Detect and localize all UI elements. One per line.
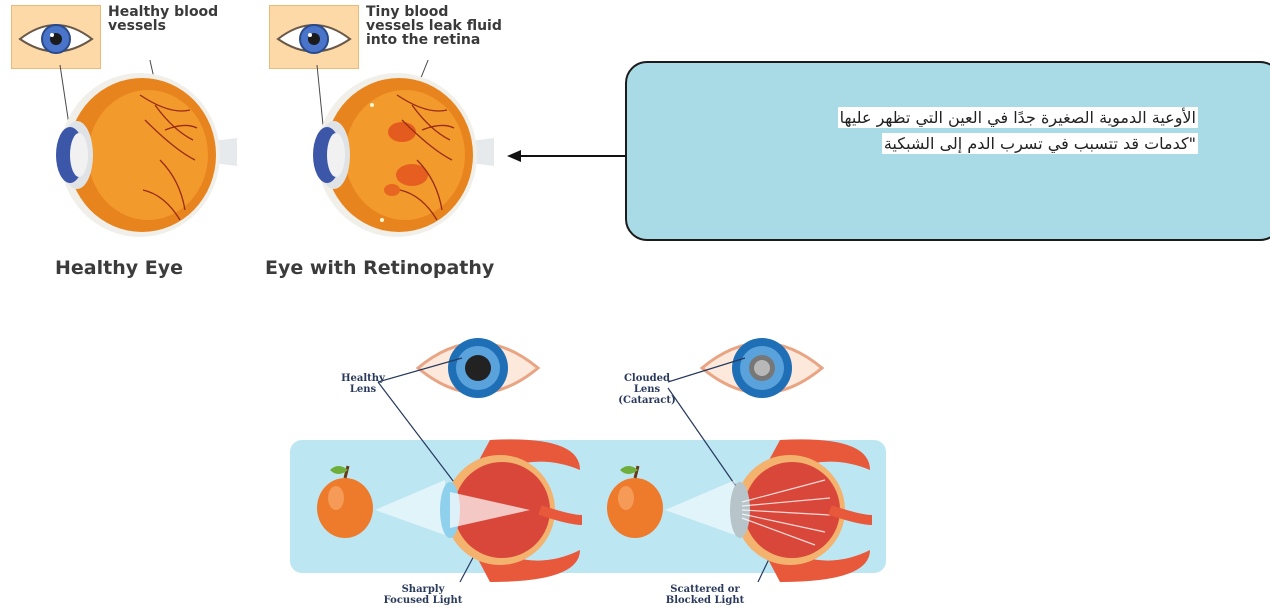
clouded-lens-label: Clouded Lens (Cataract) — [616, 373, 678, 406]
cataract-eye-cross-section — [730, 439, 872, 582]
focused-light-label: Sharply Focused Light — [378, 584, 468, 606]
arabic-callout-box: الأوعية الدموية الصغيرة جدًا في العين ال… — [625, 61, 1270, 241]
apple-icon — [317, 466, 373, 538]
retinopathy-eye-title: Eye with Retinopathy — [265, 257, 494, 279]
healthy-vessels-annotation: Healthy blood vessels — [108, 5, 218, 33]
healthy-front-eye — [418, 338, 538, 398]
healthy-lens-label: Healthy Lens — [333, 373, 393, 395]
cataract-diagram — [290, 320, 890, 590]
clouded-front-eye — [702, 338, 822, 398]
arrow-left-icon — [505, 148, 630, 164]
callout-line-1: الأوعية الدموية الصغيرة جدًا في العين ال… — [838, 107, 1198, 128]
arabic-callout-text: الأوعية الدموية الصغيرة جدًا في العين ال… — [678, 105, 1198, 157]
healthy-eye-cross-section — [440, 439, 582, 582]
apple-icon — [607, 466, 663, 538]
eye-icon — [12, 6, 100, 68]
retinopathy-eye-diagram — [272, 60, 502, 255]
healthy-eye-title: Healthy Eye — [55, 257, 183, 279]
retinopathy-annotation: Tiny blood vessels leak fluid into the r… — [366, 5, 502, 47]
healthy-eye-diagram — [15, 60, 240, 255]
scattered-light-label: Scattered or Blocked Light — [660, 584, 750, 606]
eye-icon — [270, 6, 358, 68]
callout-line-2: "كدمات قد تتسبب في تسرب الدم إلى الشبكية — [882, 133, 1198, 154]
